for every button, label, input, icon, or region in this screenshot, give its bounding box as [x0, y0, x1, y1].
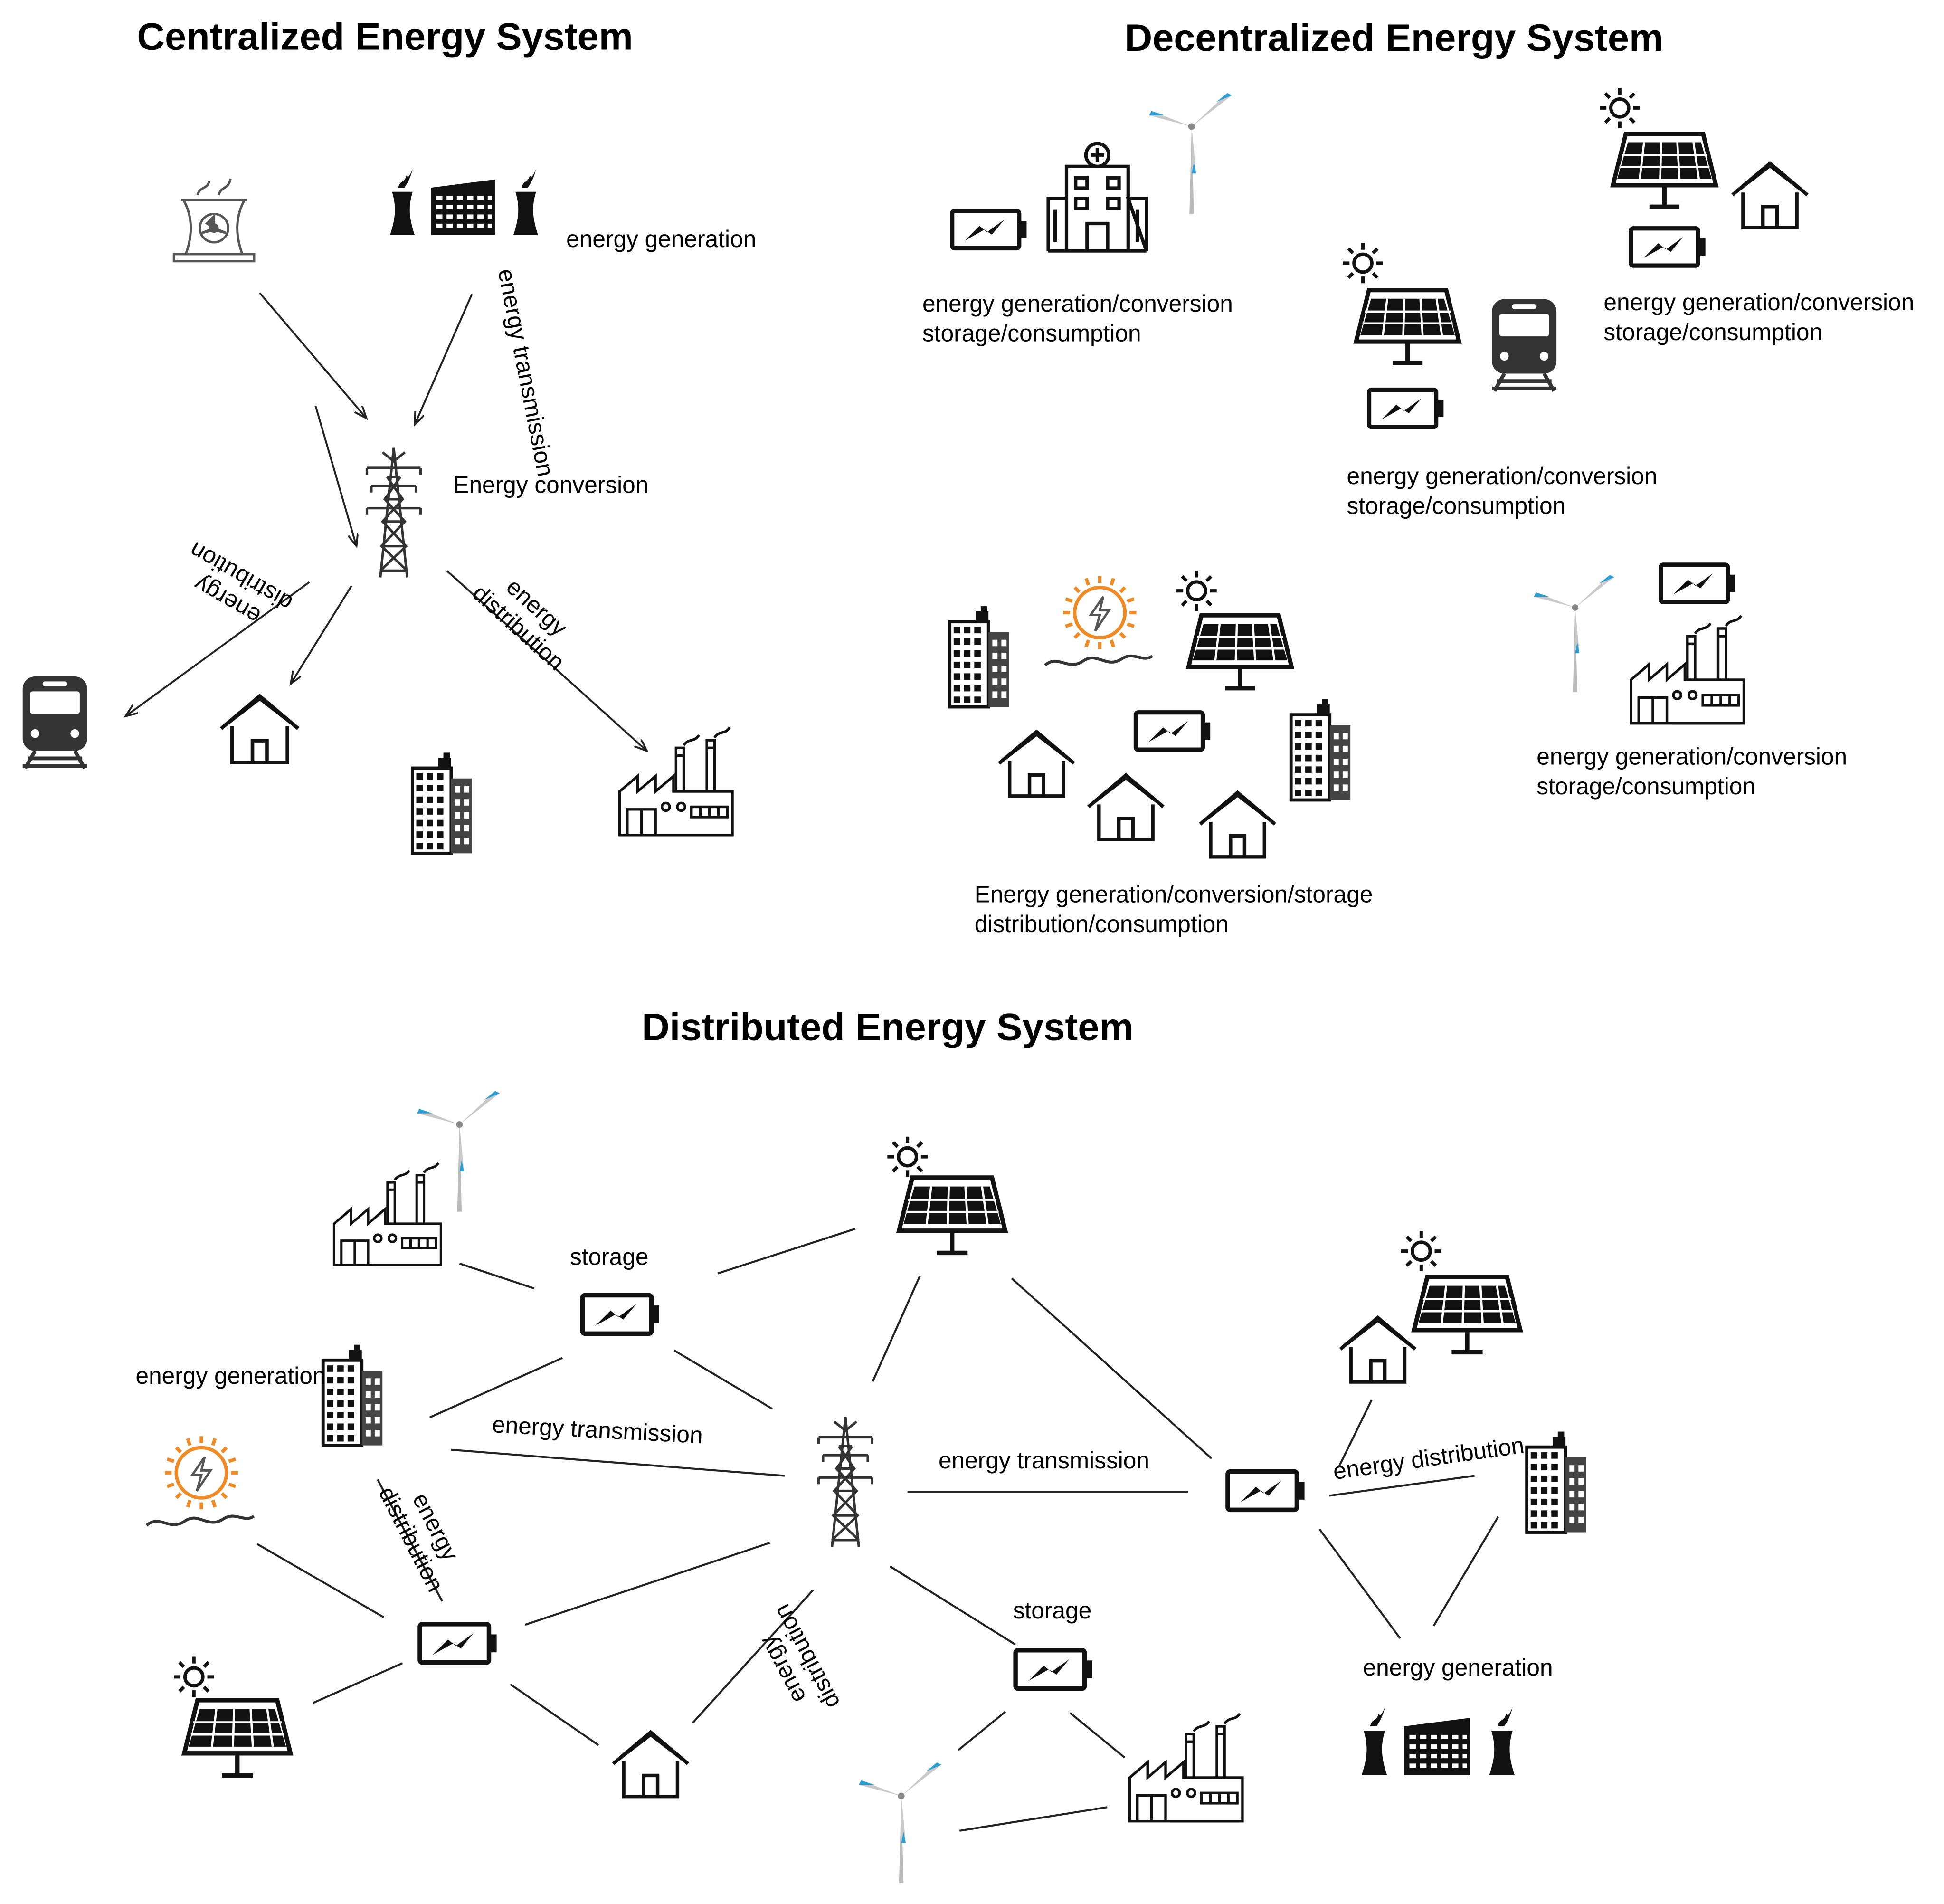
- arrow-to-house: [291, 585, 352, 684]
- decentralized-panel: energy generation/conversion storage/con…: [922, 88, 1914, 937]
- solarhouse-text-2: storage/consumption: [1603, 319, 1822, 345]
- house-icon: [613, 1732, 688, 1796]
- label-energy-transmission: energy transmission: [493, 267, 559, 479]
- apartment-building-icon: [323, 1345, 382, 1446]
- industrial-plant-icon: [1631, 616, 1744, 724]
- label-distribution-right: energy distribution: [1331, 1431, 1526, 1485]
- industrial-plant-icon: [1129, 1714, 1242, 1821]
- factory-text-1: energy generation/conversion: [1536, 743, 1847, 770]
- arrow-to-plant: [446, 570, 647, 751]
- apartment-building-icon: [412, 752, 472, 853]
- factory-text-2: storage/consumption: [1536, 773, 1755, 800]
- label-generation-left: energy generation: [135, 1362, 325, 1389]
- decentralized-title: Decentralized Energy System: [1125, 17, 1663, 59]
- battery-icon: [952, 211, 1027, 248]
- community-text-2: distribution/consumption: [975, 911, 1229, 937]
- house-icon: [1200, 792, 1275, 857]
- label-distribution-bottom: energy distribution: [754, 1600, 845, 1713]
- solar-panel-icon: [184, 1700, 291, 1775]
- label-distribution-left: energy distribution: [185, 537, 297, 630]
- hospital-text-1: energy generation/conversion: [922, 290, 1233, 317]
- label-transmission-right: energy transmission: [939, 1447, 1149, 1474]
- arrow-tower-to-pylon: [259, 292, 367, 419]
- sun-icon: [1600, 88, 1640, 128]
- label-transmission-left: energy transmission: [492, 1411, 703, 1448]
- industrial-plant-icon: [334, 1163, 441, 1265]
- battery-icon: [1228, 1472, 1305, 1510]
- factory-icon: [390, 169, 538, 235]
- arrow-to-train: [126, 581, 310, 716]
- solarhouse-text-1: energy generation/conversion: [1603, 289, 1914, 315]
- cooling-tower-icon: [174, 179, 254, 261]
- sun-icon: [1401, 1231, 1441, 1271]
- sun-icon: [1343, 243, 1383, 284]
- train-icon: [23, 676, 87, 768]
- arrow-left-to-pylon: [314, 405, 356, 546]
- distributed-title: Distributed Energy System: [642, 1006, 1133, 1049]
- house-icon: [999, 732, 1074, 796]
- centralized-panel: energy generation energy transmission En…: [23, 169, 756, 853]
- wind-turbine-icon: [1534, 575, 1614, 693]
- factory-icon: [1361, 1707, 1515, 1776]
- solar-panel-icon: [1188, 615, 1291, 688]
- battery-icon: [420, 1624, 497, 1663]
- sun-icon: [1176, 571, 1217, 611]
- sun-icon: [887, 1137, 928, 1177]
- battery-icon: [1661, 565, 1735, 602]
- wind-turbine-icon: [417, 1091, 500, 1212]
- apartment-building-icon: [1527, 1432, 1586, 1533]
- solar-sun-icon: [1045, 576, 1152, 665]
- community-text-1: Energy generation/conversion/storage: [975, 881, 1373, 907]
- label-storage-bottom: storage: [1013, 1597, 1092, 1624]
- wind-turbine-icon: [1149, 93, 1232, 214]
- network-lines: [256, 1228, 1499, 1832]
- sun-icon: [174, 1657, 214, 1697]
- distributed-panel: storage energy generation energy transmi…: [135, 1091, 1586, 1884]
- label-distribution-left: energy distribution: [374, 1482, 464, 1596]
- power-pylon-icon: [367, 448, 421, 578]
- solar-panel-icon: [899, 1178, 1005, 1253]
- house-icon: [221, 696, 298, 762]
- arrow-factory-to-pylon: [415, 294, 473, 424]
- apartment-building-icon: [950, 606, 1009, 707]
- hospital-text-2: storage/consumption: [922, 320, 1141, 347]
- house-icon: [1733, 163, 1808, 228]
- label-energy-conversion: Energy conversion: [453, 471, 648, 498]
- solar-sun-icon: [147, 1436, 254, 1525]
- train-text-2: storage/consumption: [1347, 493, 1566, 519]
- solar-panel-icon: [1414, 1277, 1520, 1352]
- train-icon: [1492, 299, 1556, 391]
- house-icon: [1089, 775, 1164, 839]
- label-generation-right: energy generation: [1363, 1654, 1553, 1681]
- apartment-building-icon: [1291, 699, 1350, 800]
- battery-icon: [1136, 713, 1210, 750]
- centralized-title: Centralized Energy System: [137, 16, 633, 58]
- solar-panel-icon: [1613, 133, 1716, 207]
- storage-battery-icon: [582, 1295, 659, 1334]
- battery-icon: [1369, 390, 1444, 427]
- power-pylon-icon: [819, 1417, 872, 1547]
- label-energy-generation: energy generation: [566, 226, 756, 252]
- hospital-icon: [1048, 143, 1147, 251]
- train-text-1: energy generation/conversion: [1347, 463, 1658, 489]
- industrial-plant-icon: [620, 727, 732, 835]
- wind-turbine-icon: [859, 1762, 942, 1884]
- battery-icon: [1631, 228, 1706, 266]
- storage-battery-icon: [1015, 1650, 1092, 1689]
- solar-panel-icon: [1356, 290, 1459, 363]
- label-storage-top: storage: [570, 1243, 649, 1270]
- label-distribution-right: energy distribution: [467, 573, 573, 676]
- house-icon: [1340, 1318, 1415, 1382]
